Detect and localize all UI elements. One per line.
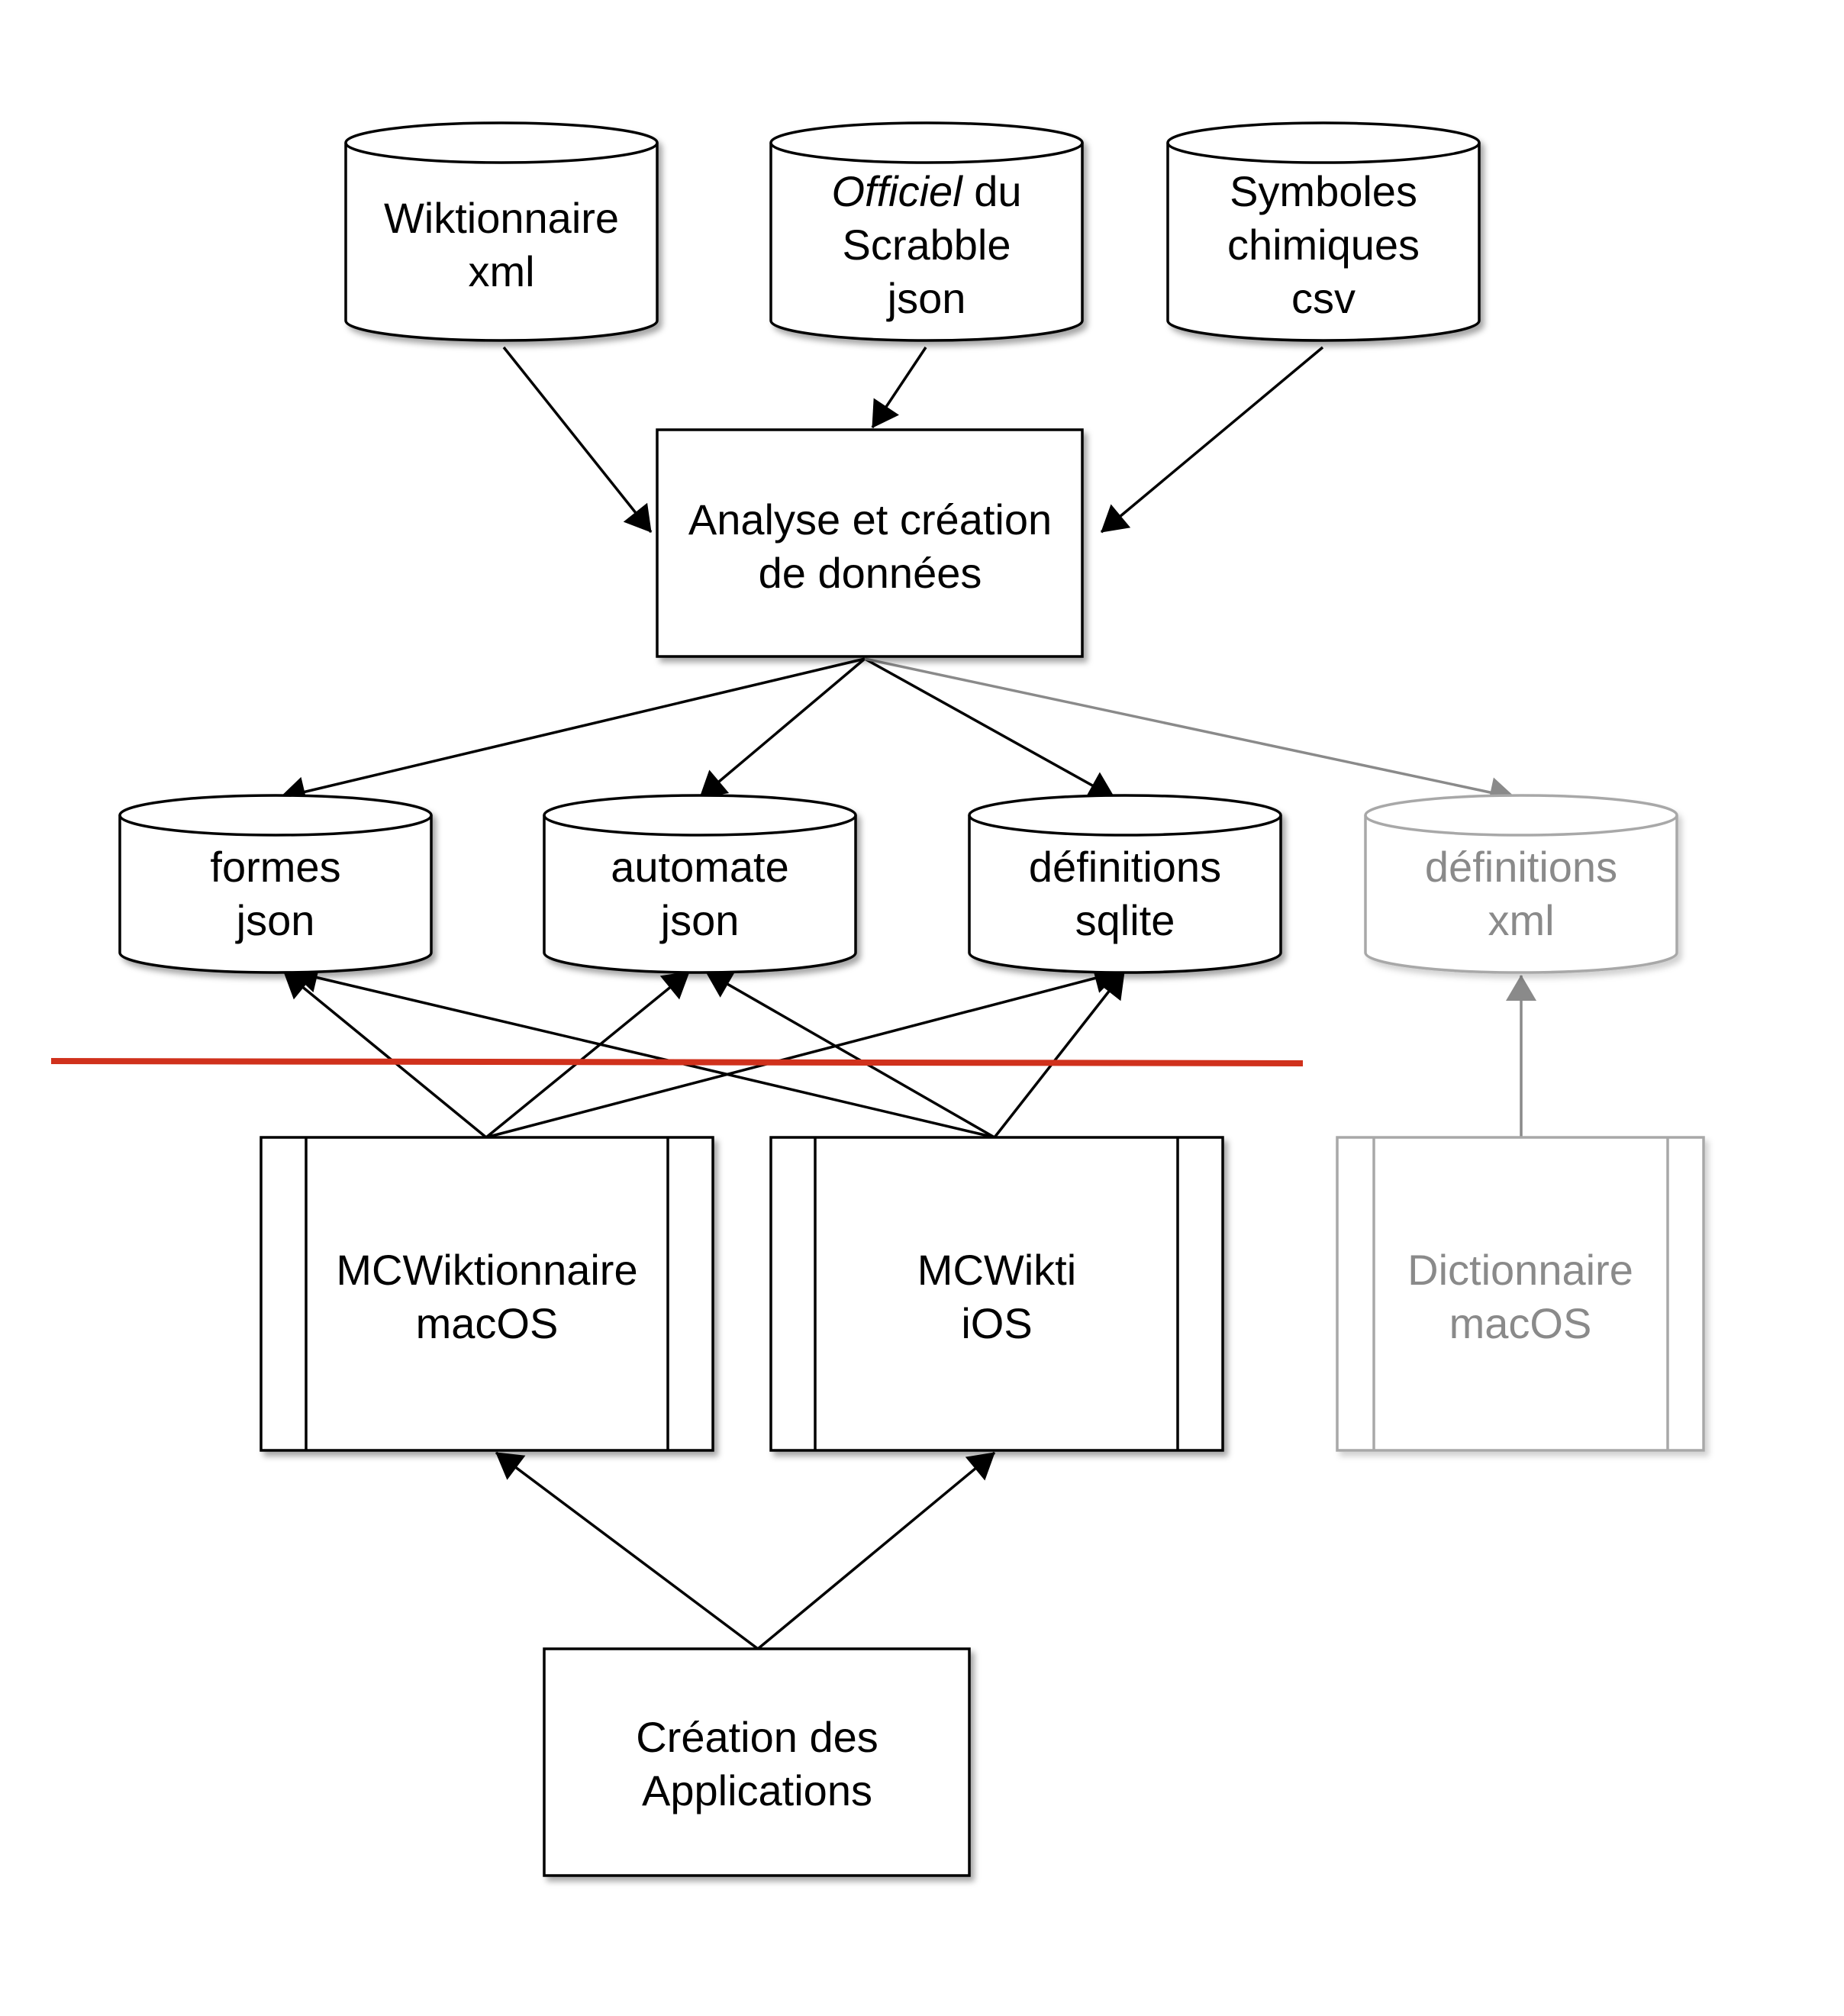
arrow-symboles-to-analyse xyxy=(1100,346,1324,534)
app-dictionnaire xyxy=(1336,1136,1705,1452)
automate-name: automate xyxy=(611,843,789,891)
symboles-name-line2: chimiques xyxy=(1227,221,1420,269)
arrow-mcwiktionnaire-to-automate xyxy=(485,970,691,1139)
arrow-mcwikti-to-definitions xyxy=(993,970,1126,1139)
symboles-format: csv xyxy=(1291,274,1356,322)
process-creation xyxy=(543,1647,971,1877)
mcwiktionnaire-platform: macOS xyxy=(416,1299,559,1347)
database-scrabble xyxy=(769,121,1084,342)
wiktionnaire-format: xml xyxy=(468,247,534,295)
definitions-xml-name: définitions xyxy=(1425,843,1617,891)
database-definitions-xml xyxy=(1364,794,1678,974)
database-formes xyxy=(118,794,433,974)
dictionnaire-platform: macOS xyxy=(1449,1299,1592,1347)
arrow-creation-to-mcwiktionnaire xyxy=(495,1451,759,1650)
divider-line xyxy=(50,1058,1304,1066)
dictionnaire-name: Dictionnaire xyxy=(1407,1246,1633,1294)
wiktionnaire-name: Wiktionnaire xyxy=(384,194,619,242)
scrabble-officiel: Officiel xyxy=(831,167,963,215)
analyse-line1: Analyse et création xyxy=(688,495,1052,544)
analyse-line2: de données xyxy=(759,549,982,597)
scrabble-name-line1: Officiel du xyxy=(831,167,1021,215)
arrow-analyse-to-definitions-xml xyxy=(864,657,1516,808)
database-wiktionnaire xyxy=(344,121,659,342)
connectors xyxy=(279,346,1536,1650)
symboles-name-line1: Symboles xyxy=(1230,167,1417,215)
arrow-mcwiktionnaire-to-formes xyxy=(282,970,488,1139)
mcwikti-platform: iOS xyxy=(961,1299,1032,1347)
formes-name: formes xyxy=(210,843,340,891)
definitions-sqlite-format: sqlite xyxy=(1075,896,1175,944)
arrow-wiktionnaire-to-analyse xyxy=(502,346,653,534)
formes-format: json xyxy=(235,896,315,944)
arrow-scrabble-to-analyse xyxy=(871,347,927,428)
arrow-mcwikti-to-formes xyxy=(292,963,995,1139)
database-symboles xyxy=(1166,121,1481,342)
scrabble-name-line2: Scrabble xyxy=(842,221,1011,269)
definitions-sqlite-name: définitions xyxy=(1029,843,1221,891)
arrow-mcwikti-to-automate xyxy=(705,970,995,1139)
arrow-analyse-to-automate xyxy=(698,657,866,799)
mcwikti-name: MCWikti xyxy=(917,1246,1076,1294)
creation-line2: Applications xyxy=(642,1766,872,1814)
database-automate xyxy=(543,794,857,974)
app-mcwikti xyxy=(769,1136,1224,1452)
app-mcwiktionnaire xyxy=(260,1136,714,1452)
arrow-mcwiktionnaire-to-definitions xyxy=(485,963,1120,1139)
mcwiktionnaire-name: MCWiktionnaire xyxy=(336,1246,637,1294)
database-definitions-sqlite xyxy=(968,794,1282,974)
arrow-analyse-to-formes xyxy=(279,657,866,807)
creation-line1: Création des xyxy=(636,1713,878,1761)
definitions-xml-format: xml xyxy=(1488,896,1554,944)
process-analyse xyxy=(656,428,1084,658)
scrabble-du: du xyxy=(962,167,1022,215)
arrow-creation-to-mcwikti xyxy=(756,1451,996,1650)
scrabble-format: json xyxy=(886,274,966,322)
arrow-analyse-to-definitions-sqlite xyxy=(864,657,1115,799)
automate-format: json xyxy=(659,896,740,944)
